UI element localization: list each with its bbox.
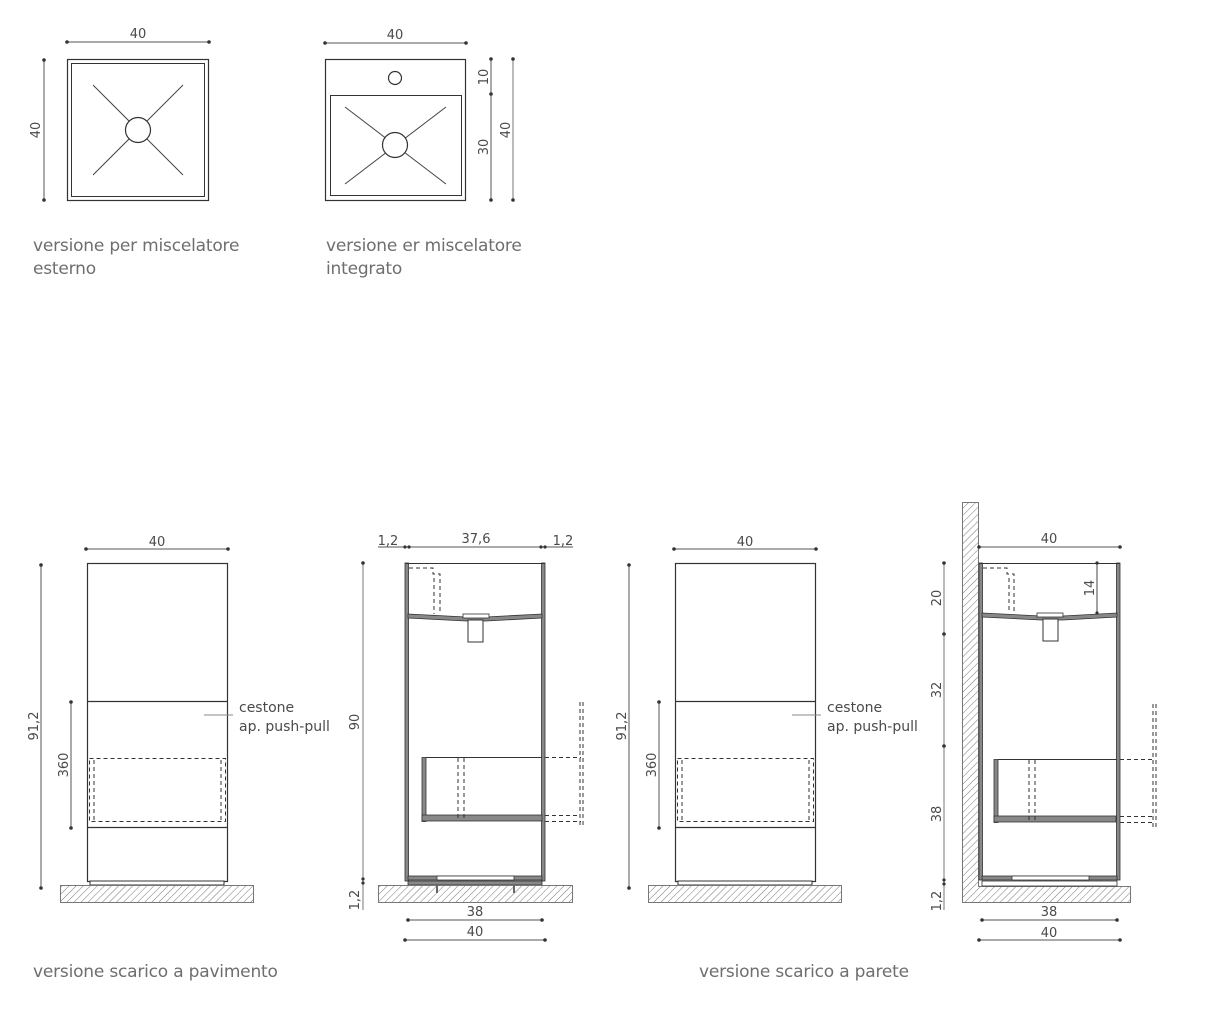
dim-width: 40: [1041, 532, 1058, 547]
caption-line: versione per miscelatore: [33, 236, 240, 256]
dim-bottom-inner: 38: [1041, 905, 1058, 920]
caption-integrated-mixer: versione er miscelatore integrato: [326, 235, 522, 281]
dim-inner: 37,6: [462, 532, 491, 547]
dim-basin: 30: [477, 139, 492, 156]
dim-basin-depth: 14: [1083, 580, 1098, 597]
drain-icon: [381, 131, 409, 159]
dim-depth: 40: [499, 122, 514, 139]
dim-drawer: 360: [57, 753, 72, 778]
section-view-wall-drain: 40 20 32 38 1,2 14 38: [930, 502, 1157, 942]
dim-width: 40: [149, 535, 166, 550]
note-cestone: cestone: [239, 700, 294, 716]
dim-seg-bottom: 38: [930, 806, 945, 823]
dim-bottom-outer: 40: [467, 925, 484, 940]
dim-side-right: 1,2: [553, 534, 574, 549]
dim-top-band: 10: [477, 69, 492, 86]
caption-line: integrato: [326, 259, 403, 279]
drain-icon: [124, 116, 152, 144]
dim-width: 40: [387, 28, 404, 43]
dim-drawer: 360: [645, 753, 660, 778]
dim-plinth: 1,2: [348, 890, 363, 911]
note-cestone: cestone: [827, 700, 882, 716]
dim-bottom-outer: 40: [1041, 926, 1058, 941]
note-push-pull: ap. push-pull: [827, 719, 918, 735]
dim-height: 91,2: [27, 712, 42, 741]
dim-bottom-inner: 38: [467, 905, 484, 920]
front-view-wall-drain: 40 91,2 360 cestone ap. push-pull: [615, 535, 918, 903]
dim-height: 91,2: [615, 712, 630, 741]
dim-width: 40: [737, 535, 754, 550]
dim-height: 90: [348, 714, 363, 731]
front-view-floor-drain: 40 91,2 360 cestone ap. push-pull: [27, 535, 330, 903]
dim-side-left: 1,2: [378, 534, 399, 549]
tap-hole-icon: [387, 70, 403, 86]
top-view-integrated-mixer: 40 10 30 40: [323, 28, 515, 202]
caption-line: esterno: [33, 259, 96, 279]
dim-seg-mid: 32: [930, 682, 945, 699]
dim-width: 40: [130, 27, 147, 42]
caption-line: versione er miscelatore: [326, 236, 522, 256]
caption-external-mixer: versione per miscelatore esterno: [33, 235, 239, 281]
section-view-floor-drain: 1,2 37,6 1,2 90 1,2 38: [348, 532, 584, 942]
caption-floor-drain: versione scarico a pavimento: [33, 962, 278, 982]
dim-depth: 40: [29, 122, 44, 139]
dim-plinth: 1,2: [930, 891, 945, 912]
dim-seg-top: 20: [930, 590, 945, 607]
note-push-pull: ap. push-pull: [239, 719, 330, 735]
top-view-external-mixer: 40 40: [29, 27, 211, 202]
caption-wall-drain: versione scarico a parete: [699, 962, 909, 982]
